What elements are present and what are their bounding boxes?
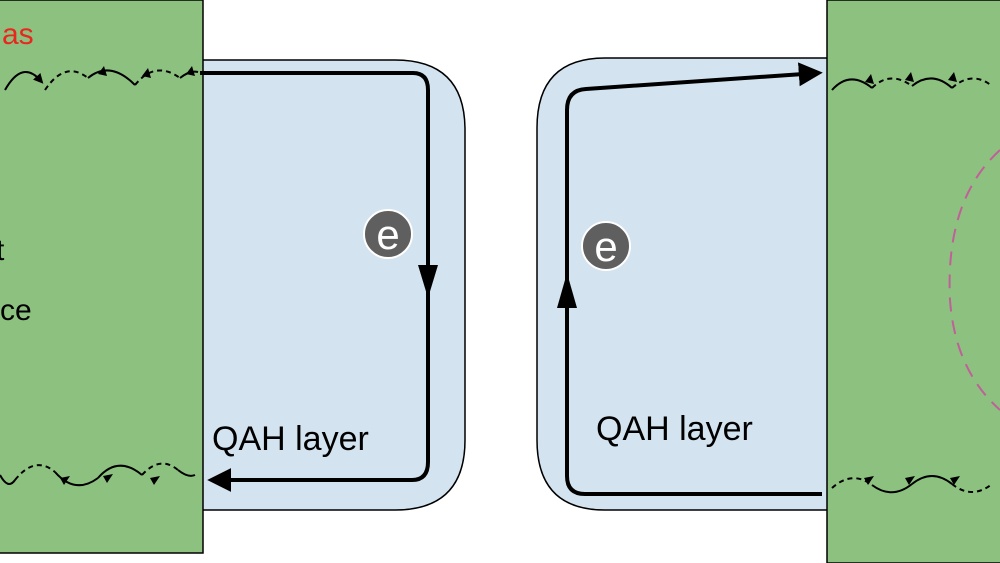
orbits-left-top: [4, 66, 199, 91]
electron-right-label: e: [594, 223, 617, 270]
green-block-right: [826, 0, 1000, 563]
orbits-right-top: [831, 72, 993, 91]
left-partial-label-2: ce: [0, 294, 32, 327]
qah-layer-left-label: QAH layer: [212, 420, 369, 458]
edge-arrow-left-down: [418, 265, 438, 298]
electron-left: e: [363, 209, 413, 259]
dashed-circle-arc: [948, 149, 1000, 411]
qah-layer-left: [194, 59, 466, 511]
qah-layer-right: [536, 57, 833, 511]
green-block-left: [0, 0, 204, 554]
qah-layer-right-label: QAH layer: [596, 410, 753, 448]
orbits-right-bottom: [831, 475, 993, 494]
electron-right: e: [581, 221, 631, 271]
electron-left-label: e: [376, 211, 399, 258]
left-partial-label-1: t: [0, 234, 5, 267]
edge-arrow-right-up: [557, 273, 577, 308]
orbits-left-bottom: [0, 462, 196, 487]
left-partial-red-label: as: [2, 18, 34, 51]
